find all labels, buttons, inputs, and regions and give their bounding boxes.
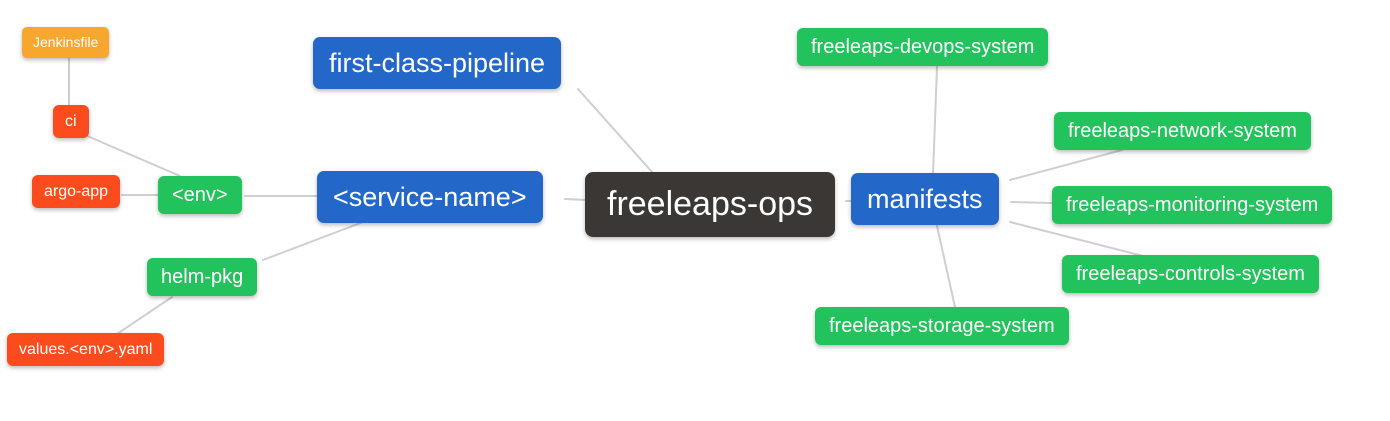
edge-manifests-controls <box>1009 221 1144 257</box>
node-ci[interactable]: ci <box>53 105 89 139</box>
edge-manifests-monitoring <box>1010 201 1053 204</box>
node-argo-app[interactable]: argo-app <box>32 175 121 209</box>
edge-manifests-devops <box>932 66 938 175</box>
edge-helm-pkg-values-yaml <box>116 296 173 335</box>
node-values-env-yaml[interactable]: values.<env>.yaml <box>7 333 165 367</box>
node-freeleaps-network-system[interactable]: freeleaps-network-system <box>1054 112 1311 150</box>
node-manifests[interactable]: manifests <box>851 173 999 226</box>
node-helm-pkg[interactable]: helm-pkg <box>147 258 258 296</box>
node-freeleaps-controls-system[interactable]: freeleaps-controls-system <box>1062 255 1319 293</box>
node-freeleaps-storage-system[interactable]: freeleaps-storage-system <box>815 307 1069 345</box>
edge-service-name-helm-pkg <box>262 221 364 261</box>
node-env[interactable]: <env> <box>158 176 242 214</box>
node-freeleaps-ops-root[interactable]: freeleaps-ops <box>585 172 836 237</box>
edge-pipeline-root <box>577 88 653 173</box>
node-first-class-pipeline[interactable]: first-class-pipeline <box>313 37 562 90</box>
edge-manifests-storage <box>936 225 956 308</box>
edge-manifests-network <box>1009 149 1123 181</box>
node-freeleaps-devops-system[interactable]: freeleaps-devops-system <box>797 28 1049 66</box>
edge-service-name-root <box>564 198 587 201</box>
edge-ci-env <box>84 134 181 177</box>
node-jenkinsfile[interactable]: Jenkinsfile <box>22 27 110 58</box>
node-service-name[interactable]: <service-name> <box>317 171 543 224</box>
node-freeleaps-monitoring-system[interactable]: freeleaps-monitoring-system <box>1052 186 1333 224</box>
